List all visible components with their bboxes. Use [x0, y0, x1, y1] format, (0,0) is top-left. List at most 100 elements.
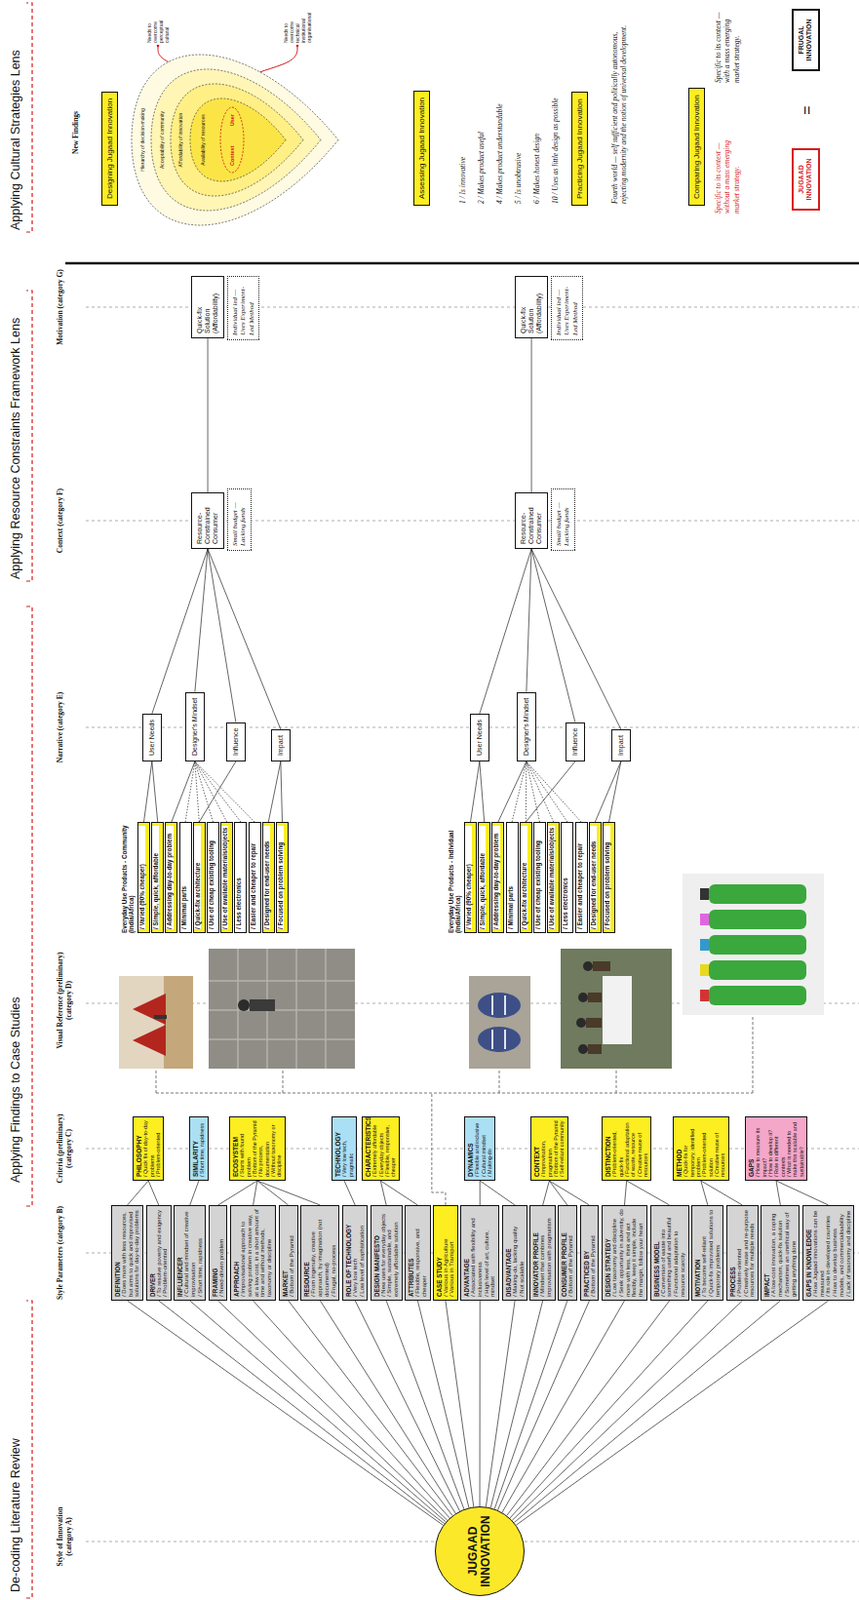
- list-item: / Focused on problem solving: [602, 821, 616, 934]
- box-detail: / Simple, sustainable, and extremely aff…: [386, 1209, 399, 1297]
- innovation-box: FRUGAL INNOVATION: [791, 8, 820, 72]
- box-text: MARKET: [281, 1209, 289, 1297]
- list-item: / Varied (90% cheaper): [137, 821, 151, 934]
- photo-cap: [700, 938, 709, 951]
- section-bracket: [26, 2, 33, 233]
- box-text: / Less electronics: [561, 825, 569, 930]
- box-text: Acceptability of community: [158, 101, 165, 180]
- list-item: / Easier and cheaper to repair: [575, 821, 588, 934]
- box-text: ECOSYSTEM: [232, 1120, 239, 1177]
- box-text: INNOVATOR PROFILE: [532, 1209, 540, 1297]
- case-study-leader: [752, 1015, 754, 1094]
- list-item: / Quick-fix architecture: [193, 821, 206, 934]
- box-text: / Simple, quick, affordable: [478, 825, 486, 930]
- case-study-leader: [156, 1068, 157, 1094]
- box-detail: / Bottom of the Pyramid: [288, 1209, 296, 1297]
- box-text: Individual led — Uses Experiment-Led Met…: [231, 280, 256, 336]
- box-text: / Minimal parts: [507, 825, 514, 930]
- box-detail: / Flexible, responsive, and cheaper: [414, 1209, 428, 1297]
- connector: [195, 761, 228, 822]
- box-detail: / Improvisational approach to solving pr…: [239, 1209, 274, 1297]
- note-text: Specific to its context — without a mass…: [713, 129, 742, 214]
- box-text: Hierarchy of decision-making: [139, 96, 146, 185]
- parameter-box: INNOVATOR PROFILE/ Mindset that combines…: [529, 1205, 555, 1301]
- photo-ground: [208, 948, 355, 1069]
- box-detail: / Frugal, no-process: [330, 1209, 338, 1297]
- photo-person: [587, 1044, 602, 1055]
- list-item: / Designed for end-user needs: [262, 821, 275, 934]
- note-text: 2 / Makes product useful: [476, 8, 486, 204]
- section-bracket: [26, 606, 33, 1207]
- photo-cap: [700, 913, 709, 926]
- photo-tiles: [208, 948, 355, 1069]
- connector: [531, 338, 533, 493]
- connector: [507, 1300, 670, 1516]
- note-text: Specific to its context — with a mass em…: [713, 4, 742, 83]
- box-detail: / Quick-fix for temporary, identified pr…: [682, 1120, 702, 1177]
- connector: [127, 1180, 150, 1206]
- box-detail: / Short time, rapidness: [196, 1209, 204, 1297]
- list-item: / Varied (90% cheaper): [464, 821, 477, 934]
- product-list: Everyday Use Products - Community (India…: [120, 821, 290, 934]
- case-study-leader: [282, 1068, 284, 1094]
- layer-shape: Affordability of innovationAvailability …: [170, 83, 304, 196]
- connector: [445, 1300, 474, 1507]
- box-detail: / New uses for everyday objects: [380, 1209, 388, 1297]
- connector: [380, 1180, 387, 1206]
- box-text: Availability of resources: [199, 113, 206, 168]
- box-text: DEFINITION: [114, 1209, 121, 1297]
- box-detail: / Conversion of waste into something use…: [660, 1209, 673, 1297]
- box-detail: / Seek opportunity in adversity, do more…: [618, 1209, 645, 1297]
- list-item: / Minimal parts: [179, 821, 193, 934]
- box-detail: / How to develop it?: [767, 1120, 774, 1177]
- box-detail: / Functional adaptation of waste, resour…: [624, 1120, 637, 1177]
- parameter-box: INFLUENCER/ Cultural and mindset of crea…: [173, 1205, 206, 1301]
- connector: [526, 761, 568, 822]
- note-text: Fourth world — self sufficient and polit…: [610, 18, 629, 204]
- photo-person: [592, 961, 611, 972]
- connector: [515, 1300, 828, 1525]
- parameter-box: DEFINITION/ Does more with less resource…: [111, 1205, 144, 1301]
- box-text: GAPS: [747, 1120, 755, 1177]
- box-detail: / Various in Agriculture: [442, 1209, 450, 1297]
- box-text: FRUGAL INNOVATION: [797, 15, 815, 65]
- parameter-box: PRACTICED BY/ Bottom of the Pyramid: [580, 1205, 600, 1301]
- layer-outline: [190, 98, 286, 182]
- criteria-box: METHOD/ Quick-fix for temporary, identif…: [672, 1116, 730, 1181]
- box-text: / Addressing day-to-day problem: [492, 825, 500, 930]
- parameter-box: CASE STUDY/ Various in Agriculture/ Vari…: [432, 1205, 459, 1301]
- note-text: Needs to overcome perceptual cultural: [146, 3, 170, 43]
- note-box: Individual led — Uses Experiment-Led Met…: [227, 275, 260, 341]
- box-detail: / Bottom of the Pyramid: [552, 1120, 559, 1177]
- note-text: Needs to overcome technical institutiona…: [282, 3, 313, 43]
- connector: [548, 1180, 589, 1206]
- narrative-box: Impact: [611, 729, 631, 762]
- photo-bottle: [708, 935, 807, 955]
- box-text: / Simple, quick, affordable: [152, 825, 159, 930]
- list-item: / Simple, quick, affordable: [151, 821, 164, 934]
- connector: [152, 548, 208, 714]
- connector: [190, 1180, 199, 1206]
- connector: [485, 1300, 515, 1507]
- section-bracket: [26, 290, 33, 582]
- connector: [624, 1180, 626, 1206]
- criteria-box: ECOSYSTEM/ Starts with found problem/ Bo…: [229, 1116, 286, 1181]
- box-detail: / Problem-oriented: [161, 1209, 169, 1297]
- connector: [195, 761, 214, 822]
- note-box: Small budget — Lacking funds: [550, 488, 576, 551]
- box-text: Impact: [617, 735, 625, 756]
- box-text: Quick-fix Solution (Affordability): [519, 280, 544, 334]
- parameter-box: APPROACH/ Improvisational approach to so…: [230, 1205, 276, 1301]
- connector: [417, 1300, 469, 1508]
- box-detail: / Self-reliant community: [558, 1120, 565, 1177]
- box-text: Practicing Jugaad Innovation: [575, 98, 585, 199]
- photo-paving: [208, 948, 355, 1069]
- box-text: / Addressing day-to-day problem: [165, 825, 173, 930]
- connector: [479, 761, 485, 822]
- connector: [548, 1180, 568, 1206]
- photo-bottle: [708, 985, 807, 1006]
- box-text: User Needs: [475, 719, 484, 756]
- connector: [479, 1300, 481, 1507]
